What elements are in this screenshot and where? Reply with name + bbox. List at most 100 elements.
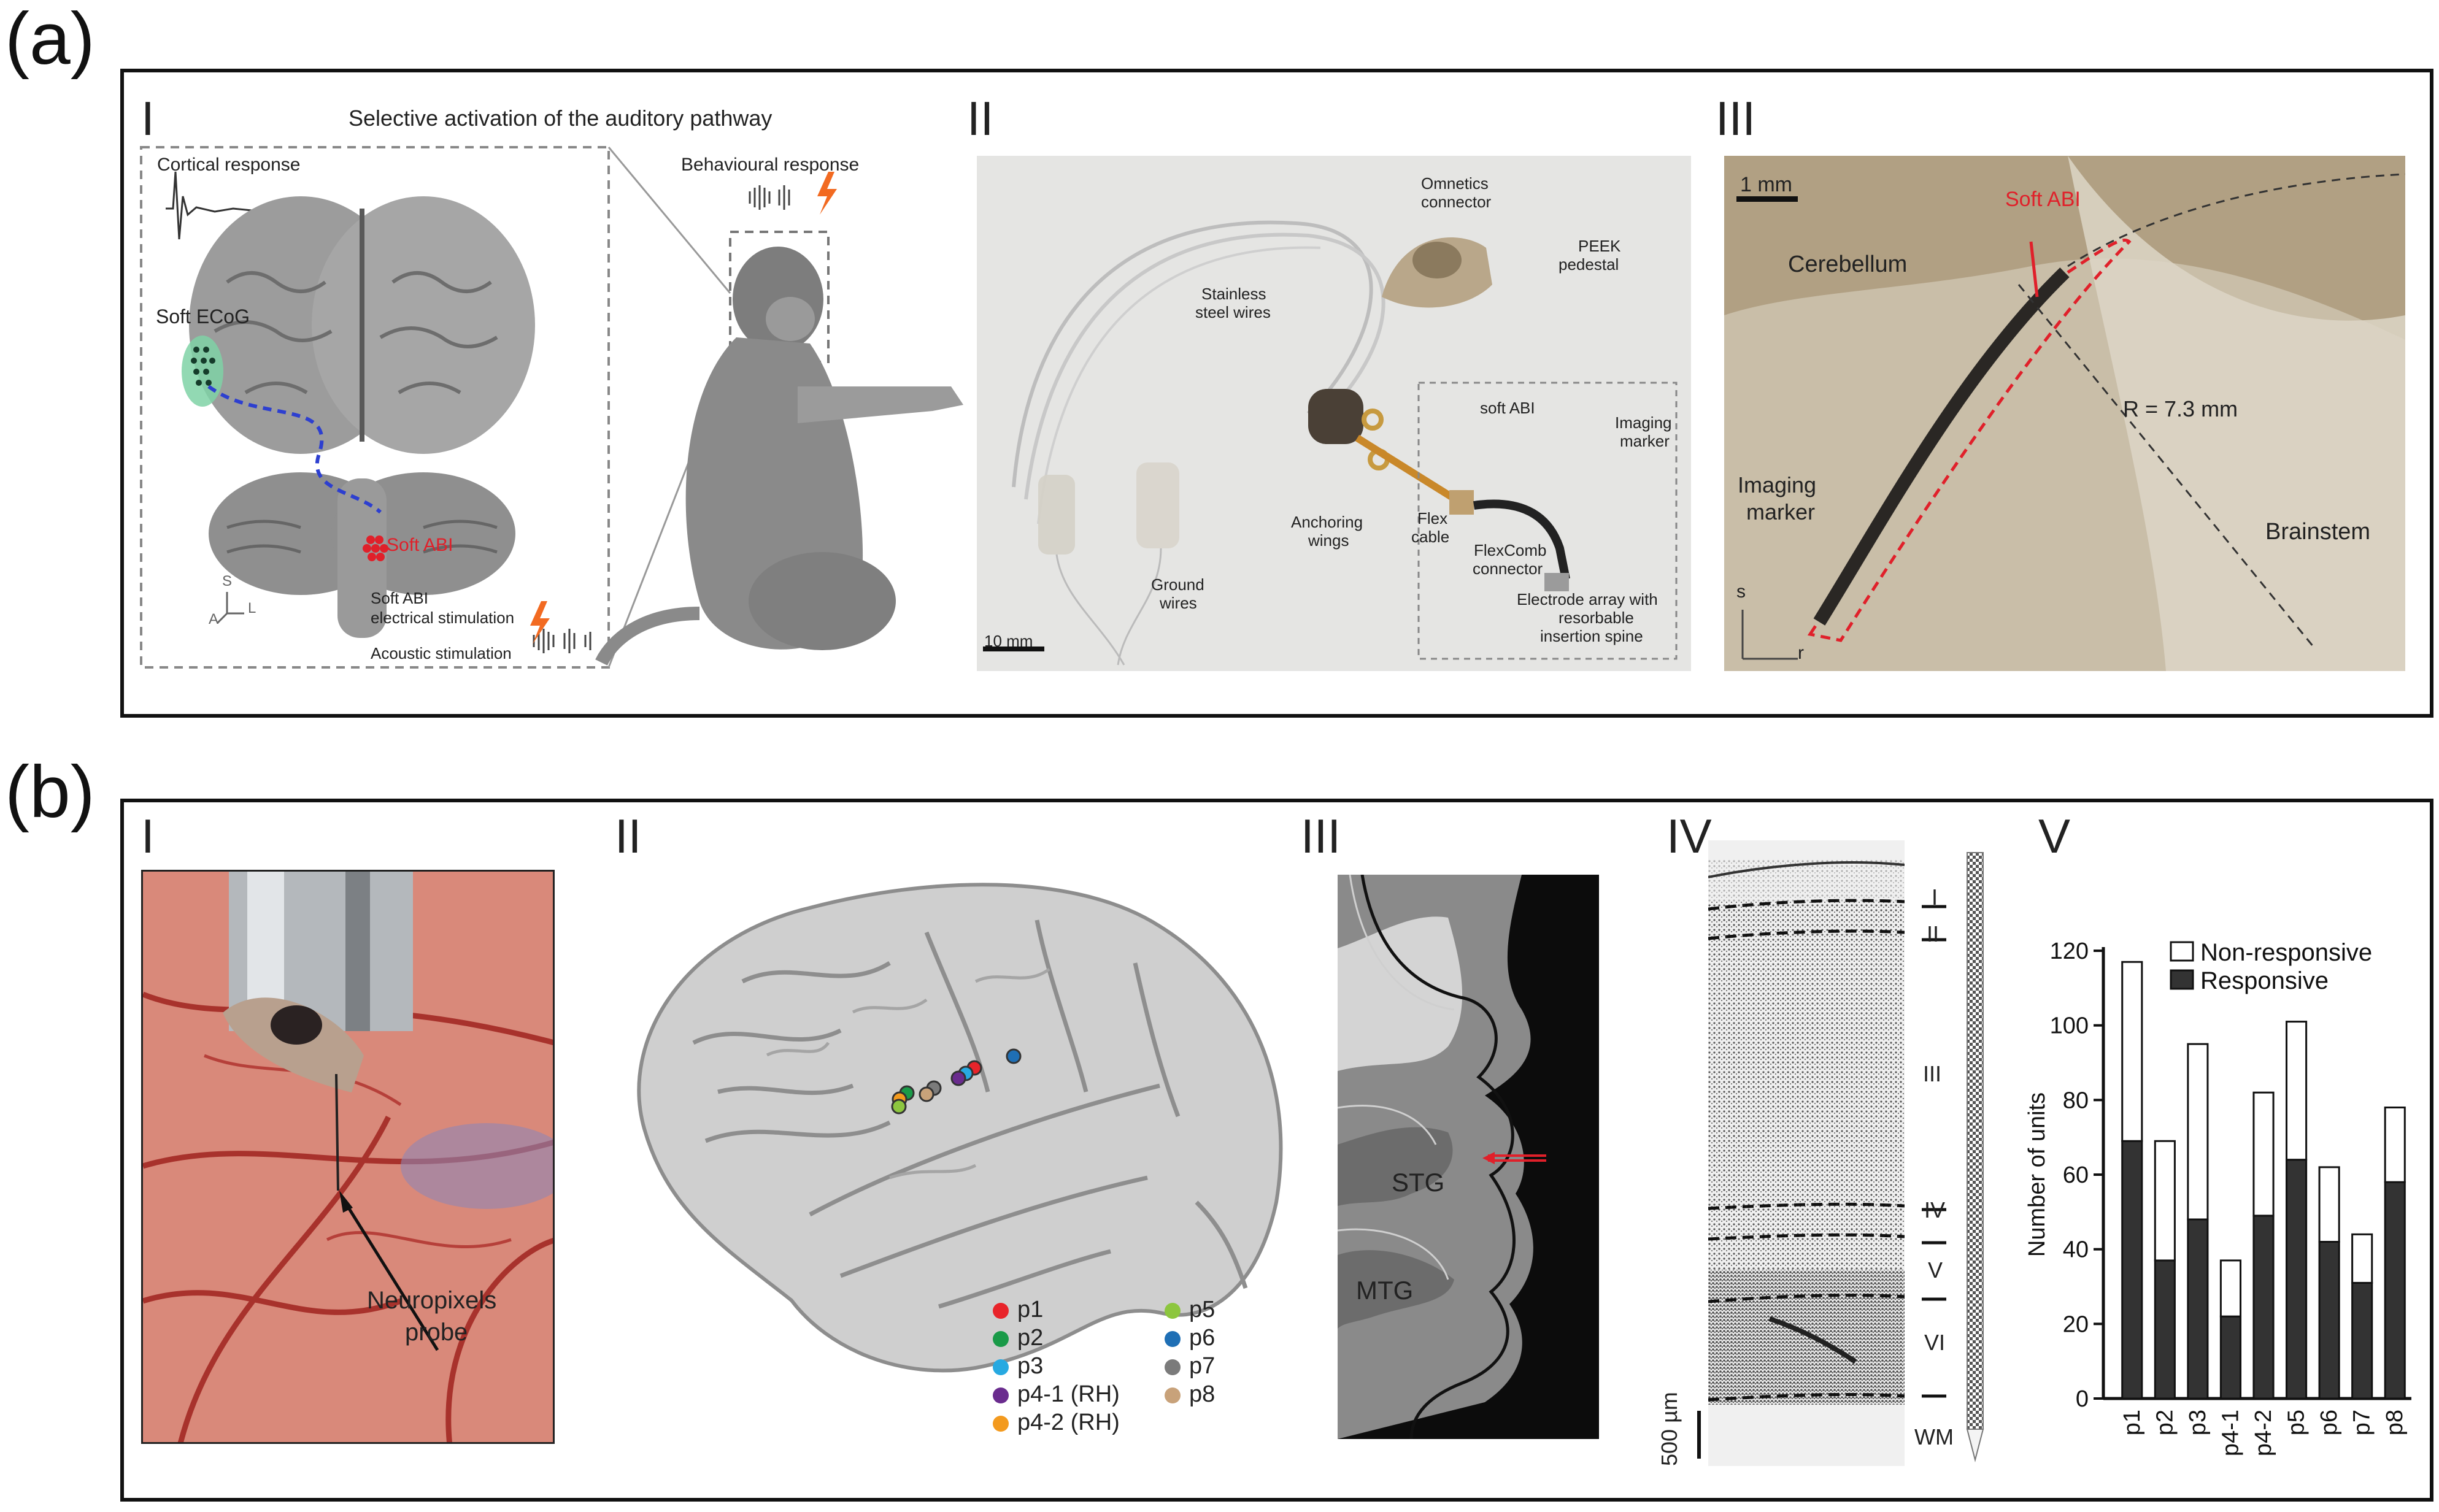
panel-a-ii-label: II [967, 91, 994, 145]
histology-axis-r-label: r [1798, 643, 1804, 663]
nissl-scale-bar [1697, 1411, 1701, 1459]
legend-label-p4-2: p4-2 (RH) [1017, 1410, 1120, 1435]
layer-wm-label: WM [1914, 1424, 1954, 1449]
neuropixels-photo [141, 870, 555, 1444]
mtg-label: MTG [1356, 1276, 1414, 1305]
legend-label-p4-1: p4-1 (RH) [1017, 1381, 1120, 1407]
ground-wires-label-2: wires [1160, 594, 1197, 612]
recording-site-markers [891, 1048, 1022, 1115]
layer-iv-label: IV [1924, 1197, 1946, 1222]
flexcomb-label-1: FlexComb [1474, 541, 1547, 559]
soft-abi-label-red: Soft ABI [387, 535, 453, 555]
site-p5 [891, 1099, 907, 1115]
flex-cable-label-2: cable [1411, 528, 1450, 546]
chart-y-tick-label: 80 [2063, 1088, 2089, 1113]
panel-b-i-label: I [141, 809, 155, 863]
bar-responsive-p5 [2285, 1159, 2308, 1400]
chart-x-tick-label: p5 [2284, 1410, 2310, 1435]
histology-scale-label: 1 mm [1740, 173, 1792, 196]
bar-non-responsive-p1 [2121, 961, 2143, 1142]
chart-y-tick-label: 0 [2076, 1386, 2089, 1412]
panel-b-frame [120, 799, 2433, 1502]
legend-dot-p1 [993, 1303, 1009, 1319]
ground-wires-label-1: Ground [1151, 575, 1204, 594]
histology-drawing [1724, 156, 2405, 671]
omnetics-label-2: connector [1421, 193, 1492, 211]
soft-abi-stim-label-2: electrical stimulation [371, 608, 515, 627]
legend-dot-p7 [1165, 1359, 1181, 1375]
panel-a-frame [120, 69, 2433, 718]
probe-schematic [1922, 852, 1984, 1462]
legend-dot-p4-1 [993, 1387, 1009, 1403]
mri-slice-drawing [1338, 875, 1599, 1439]
legend-label-non-responsive: Non-responsive [2200, 939, 2372, 966]
acoustic-stim-label: Acoustic stimulation [371, 644, 512, 662]
omnetics-label-1: Omnetics [1421, 174, 1489, 193]
legend-dot-p6 [1165, 1331, 1181, 1347]
layer-ii-label: II [1927, 921, 1940, 946]
soft-abi-histology-label: Soft ABI [2005, 188, 2081, 211]
stainless-label-2: steel wires [1195, 303, 1271, 321]
legend-label-p6: p6 [1189, 1325, 1216, 1351]
bar-responsive-p2 [2154, 1259, 2176, 1400]
panel-a-iii-label: III [1716, 91, 1756, 145]
bar-responsive-p4-1 [2219, 1315, 2242, 1400]
layer-v-label: V [1928, 1257, 1943, 1283]
stainless-label-1: Stainless [1201, 285, 1266, 303]
chart-x-tick-label: p8 [2382, 1410, 2408, 1435]
chart-x-tick-label: p2 [2152, 1410, 2178, 1435]
bar-non-responsive-p7 [2351, 1233, 2373, 1284]
chart-x-tick-label: p6 [2316, 1410, 2342, 1435]
legend-dot-p8 [1165, 1387, 1181, 1403]
chart-y-tick-label: 20 [2063, 1311, 2089, 1337]
stg-label: STG [1392, 1168, 1445, 1197]
electrode-array-label-2: resorbable [1559, 608, 1634, 627]
panel-a-i-label: I [141, 91, 155, 145]
bar-non-responsive-p8 [2384, 1107, 2406, 1183]
device-photo [977, 156, 1691, 671]
axis-l-label: L [248, 600, 256, 616]
mri-slice [1338, 875, 1599, 1439]
bar-non-responsive-p5 [2285, 1021, 2308, 1161]
cerebellum-label: Cerebellum [1788, 251, 1908, 277]
bar-responsive-p6 [2318, 1241, 2340, 1400]
bar-responsive-p3 [2187, 1218, 2209, 1400]
neuropixels-label-1: Neuropixels [367, 1287, 497, 1314]
anchoring-label-2: wings [1308, 531, 1349, 550]
layer-iii-label: III [1923, 1061, 1942, 1086]
auditory-pathway-illustration [140, 146, 963, 669]
legend-label-p1: p1 [1017, 1297, 1044, 1322]
chart-x-tick-label: p3 [2185, 1410, 2211, 1435]
peek-label-2: pedestal [1559, 255, 1619, 274]
site-p6 [1006, 1048, 1022, 1064]
chart-y-tick-label: 120 [2050, 938, 2089, 964]
legend-label-p7: p7 [1189, 1353, 1216, 1379]
chart-x-tick-label: p7 [2349, 1410, 2375, 1435]
brain-surface-render [637, 883, 1283, 1373]
cortical-response-label: Cortical response [157, 155, 301, 175]
electrode-array-label-1: Electrode array with [1517, 590, 1658, 608]
neuropixels-drawing [143, 872, 553, 1442]
site-p4-1 [950, 1070, 966, 1086]
bar-responsive-p1 [2121, 1140, 2143, 1400]
chart-x-tick-label: p4-2 [2251, 1410, 2276, 1456]
bar-non-responsive-p4-1 [2219, 1259, 2242, 1318]
chart-y-axis-label: Number of units [2024, 1092, 2050, 1257]
axis-s-label: S [222, 573, 233, 589]
axis-a-label: A [209, 611, 219, 627]
soft-abi-device-label: soft ABI [1480, 399, 1535, 417]
soft-abi-stim-label-1: Soft ABI [371, 589, 428, 607]
panel-b-letter: (b) [5, 751, 95, 833]
radius-label: R = 7.3 mm [2123, 396, 2238, 421]
chart-y-tick-label: 100 [2050, 1013, 2089, 1039]
histology-imaging-label-1: Imaging [1738, 472, 1817, 497]
legend-dot-p2 [993, 1331, 1009, 1347]
device-scale-label: 10 mm [984, 632, 1033, 650]
legend-label-p8: p8 [1189, 1381, 1216, 1407]
legend-dot-p5 [1165, 1303, 1181, 1319]
chart-y-tick-label: 40 [2063, 1237, 2089, 1263]
soft-ecog-label: Soft ECoG [156, 305, 250, 328]
imaging-marker-label-2: marker [1620, 432, 1670, 450]
